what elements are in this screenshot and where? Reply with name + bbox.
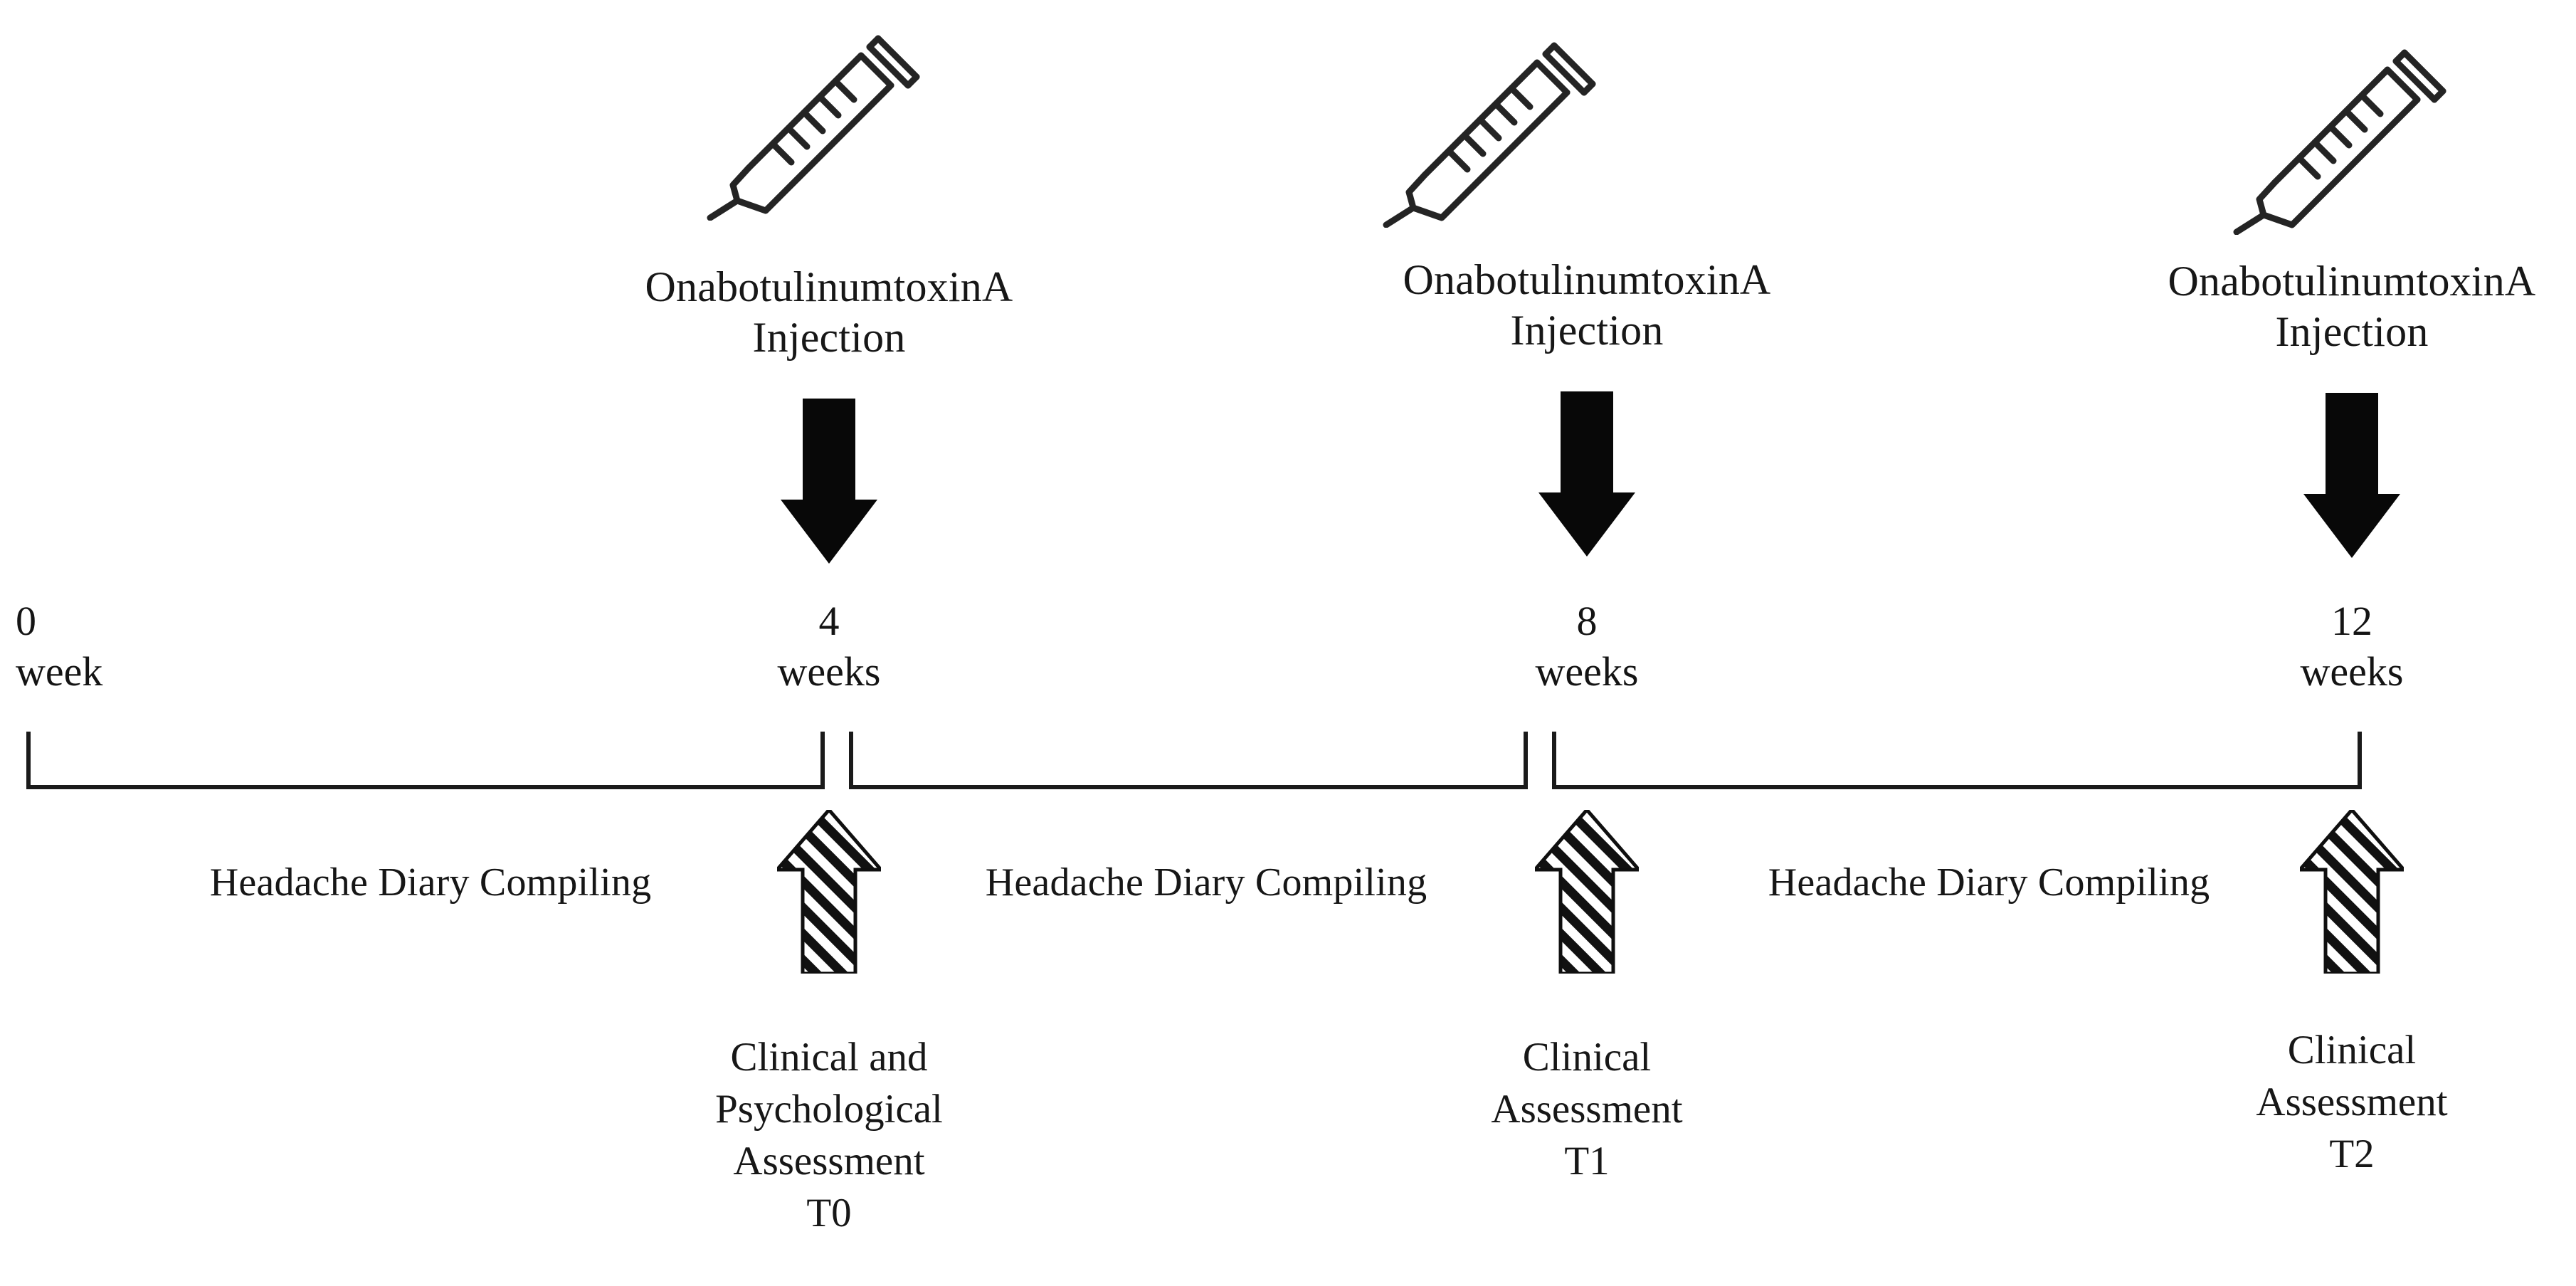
timepoint-unit: weeks: [2300, 648, 2404, 695]
up-arrow-icon: [1535, 810, 1639, 974]
interval-label-1: Headache Diary Compiling: [209, 860, 652, 905]
timepoint-number: 8: [1576, 598, 1598, 644]
injection-label-line1: OnabotulinumtoxinA: [1403, 256, 1771, 303]
assessment-label-t0: Clinical and Psychological Assessment T0: [616, 1032, 1042, 1240]
timepoint-unit: weeks: [1535, 648, 1639, 695]
injection-label-line1: OnabotulinumtoxinA: [2168, 258, 2536, 305]
timepoint-number: 0: [16, 598, 36, 644]
injection-label: OnabotulinumtoxinA Injection: [2103, 256, 2576, 357]
up-arrow-icon: [2300, 810, 2404, 974]
syringe-icon: [704, 7, 932, 221]
timeline-bracket-interval-2: [848, 732, 1529, 790]
injection-label-line2: Injection: [1510, 306, 1664, 354]
timepoint-label-0: 0 week: [16, 596, 179, 697]
injection-label-line2: Injection: [2275, 307, 2429, 355]
injection-label-line1: OnabotulinumtoxinA: [645, 263, 1013, 310]
timepoint-label-8: 8 weeks: [1473, 596, 1701, 697]
interval-label-2: Headache Diary Compiling: [985, 860, 1427, 905]
assessment-line: Clinical: [1522, 1035, 1652, 1080]
timepoint-unit: weeks: [777, 648, 881, 695]
syringe-icon: [1381, 14, 1608, 228]
timepoint-label-12: 12 weeks: [2238, 596, 2466, 697]
down-arrow-icon: [1538, 391, 1635, 557]
interval-label-3: Headache Diary Compiling: [1768, 860, 2210, 905]
timeline-bracket-interval-3: [1551, 732, 2363, 790]
assessment-label-t1: Clinical Assessment T1: [1373, 1032, 1800, 1188]
assessment-label-t2: Clinical Assessment T2: [2138, 1025, 2565, 1181]
timepoint-number: 4: [818, 598, 840, 644]
assessment-line: Clinical: [2287, 1028, 2417, 1072]
injection-label: OnabotulinumtoxinA Injection: [1338, 255, 1836, 356]
assessment-code: T0: [806, 1190, 852, 1235]
timepoint-unit: week: [16, 648, 103, 695]
assessment-code: T2: [2329, 1131, 2375, 1176]
assessment-code: T1: [1564, 1138, 1610, 1184]
up-arrow-icon: [777, 810, 881, 974]
assessment-line: Assessment: [2256, 1079, 2448, 1124]
syringe-icon: [2231, 21, 2459, 235]
timeline-bracket-interval-1: [26, 732, 825, 790]
assessment-line: Assessment: [1491, 1086, 1683, 1132]
down-arrow-icon: [2303, 393, 2400, 558]
timepoint-label-4: 4 weeks: [715, 596, 943, 697]
down-arrow-icon: [781, 399, 877, 564]
injection-label-line2: Injection: [752, 313, 906, 361]
assessment-line: Clinical and: [730, 1035, 928, 1080]
injection-label: OnabotulinumtoxinA Injection: [580, 262, 1078, 363]
assessment-line: Psychological: [715, 1086, 943, 1132]
assessment-line: Assessment: [733, 1138, 925, 1184]
timepoint-number: 12: [2331, 598, 2372, 644]
